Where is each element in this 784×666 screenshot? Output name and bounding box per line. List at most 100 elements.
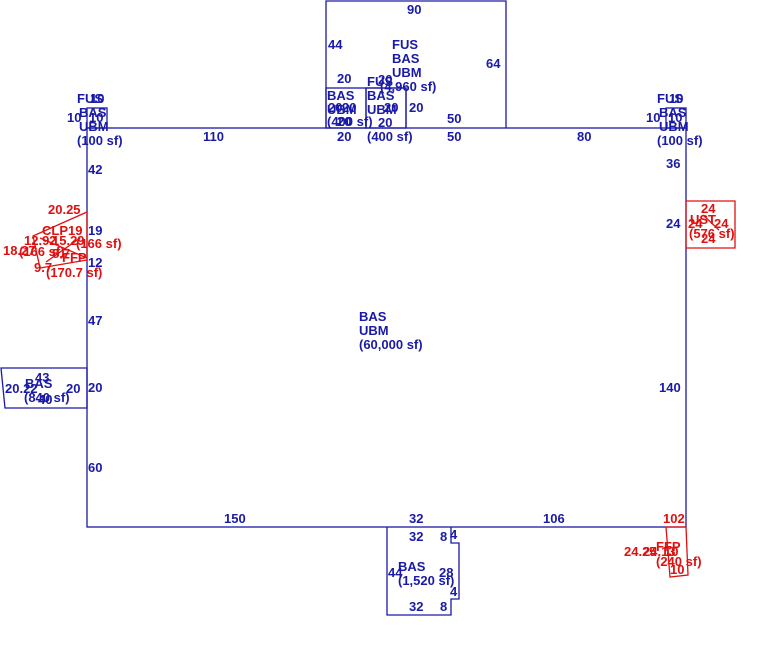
top-bas-small-area: (400 sf) bbox=[327, 114, 373, 129]
left-clp-area-1: (166 sf) bbox=[76, 236, 122, 251]
dim-left-5: 20 bbox=[88, 380, 102, 395]
left-clp-dim-e: 8.7 bbox=[52, 246, 70, 261]
left-clp-dim-c: 12.92 bbox=[24, 233, 57, 248]
right-fus-dim-left: 10 bbox=[646, 110, 660, 125]
main-area: (60,000 sf) bbox=[359, 337, 423, 352]
dim-left-1: 42 bbox=[88, 162, 102, 177]
left-clp-dim-a: 18.27 bbox=[3, 243, 36, 258]
bottom-ffp-dim-bottom: 10 bbox=[670, 562, 684, 577]
top-fus-area: (4,960 sf) bbox=[380, 79, 436, 94]
top-fus-small-dim-bottom: 20 bbox=[378, 115, 392, 130]
left-bas-dim-top: 43 bbox=[35, 370, 49, 385]
bottom-ffp-label-1: FFP bbox=[656, 539, 681, 554]
right-ust-dim-bottom: 24 bbox=[701, 231, 716, 246]
left-fus-label-3: UBM bbox=[79, 119, 109, 134]
right-ust-label-1: UST bbox=[690, 212, 716, 227]
left-fus-outline bbox=[86, 107, 108, 129]
top-fus-small-label-1: FUS bbox=[367, 74, 393, 89]
main-label-2: UBM bbox=[359, 323, 389, 338]
dim-left-4: 47 bbox=[88, 313, 102, 328]
left-fus-dim-right: 10 bbox=[89, 110, 103, 125]
dim-bottom-right: 106 bbox=[543, 511, 565, 526]
top-bas-small-dim-bottom: 20 bbox=[337, 114, 351, 129]
right-ust-outline bbox=[685, 200, 736, 249]
bottom-ffp-dim-left: 24.25 bbox=[624, 544, 657, 559]
bottom-bas-dim-notch3: 4 bbox=[450, 584, 458, 599]
bottom-bas-outline bbox=[386, 527, 460, 616]
bottom-bas-dim-left: 44 bbox=[388, 565, 403, 580]
top-fus-small-area: (400 sf) bbox=[367, 129, 413, 144]
right-ust-dim-top: 24 bbox=[701, 201, 716, 216]
top-fus-small-dim-right: 20 bbox=[384, 100, 398, 115]
left-fus-label-2: BAS bbox=[79, 105, 107, 120]
left-bas-dim-right: 20 bbox=[66, 381, 80, 396]
right-fus-dim-right: 10 bbox=[668, 110, 682, 125]
left-clp-diag2 bbox=[45, 237, 81, 263]
left-fus-area: (100 sf) bbox=[77, 133, 123, 148]
top-fus-dim-inner: 20 bbox=[409, 100, 423, 115]
top-fus-dim-step: 50 bbox=[447, 111, 461, 126]
top-bas-small-dim-mid: 20 bbox=[328, 100, 342, 115]
top-fus-label-2: BAS bbox=[392, 51, 420, 66]
dim-right-mid: 24 bbox=[666, 216, 681, 231]
dim-top-mid1: 20 bbox=[337, 129, 351, 144]
bottom-ffp-area: (240 sf) bbox=[656, 554, 702, 569]
bottom-bas-dim-right: 28 bbox=[439, 565, 453, 580]
bottom-ffp-dim-mid: 24.13 bbox=[643, 544, 676, 559]
left-clp-label-2: FFP bbox=[62, 250, 87, 265]
dim-top-left: 110 bbox=[203, 129, 224, 144]
left-bas-area: (840 sf) bbox=[24, 390, 70, 405]
bottom-bas-label-1: BAS bbox=[398, 559, 426, 574]
top-fus-dim-right: 64 bbox=[486, 56, 501, 71]
left-clp-dim-right: 19 bbox=[68, 223, 82, 238]
left-clp-dim-b: 9.7 bbox=[34, 260, 52, 275]
left-fus-dim-left: 10 bbox=[67, 110, 81, 125]
top-fus-small-outline bbox=[365, 87, 407, 129]
dim-bottom-corner: 102 bbox=[663, 511, 685, 526]
bottom-bas-dim-notch1: 8 bbox=[440, 529, 447, 544]
top-bas-small-label-1: BAS bbox=[327, 88, 355, 103]
right-fus-outline bbox=[665, 107, 687, 129]
top-bas-small-overlay: 20 bbox=[342, 100, 356, 115]
dim-bottom-left: 150 bbox=[224, 511, 246, 526]
top-fus-small-label-3: UBM bbox=[367, 102, 397, 117]
left-clp-dim-d: 15.29 bbox=[52, 233, 85, 248]
left-fus-label-1: FUS bbox=[77, 91, 103, 106]
right-fus-label-2: BAS bbox=[659, 105, 687, 120]
top-fus-small-label-2: BAS bbox=[367, 88, 395, 103]
bottom-bas-dim-notch2: 4 bbox=[450, 527, 458, 542]
dim-left-6: 60 bbox=[88, 460, 102, 475]
right-fus-area: (100 sf) bbox=[657, 133, 703, 148]
dim-left-3: 12 bbox=[88, 255, 102, 270]
right-ust-inner bbox=[702, 214, 720, 231]
left-bas-dim-left: 20.22 bbox=[5, 381, 38, 396]
dim-right-lower: 140 bbox=[659, 380, 681, 395]
left-bas-label-1: BAS bbox=[25, 376, 53, 391]
bottom-bas-dim-bottom: 32 bbox=[409, 599, 423, 614]
left-clp-dim-top: 20.25 bbox=[48, 202, 81, 217]
left-bas-dim-bottom: 40 bbox=[38, 392, 52, 407]
left-fus-dim-top: 10 bbox=[90, 91, 104, 106]
left-clp-outline bbox=[32, 210, 88, 269]
left-bas-outline bbox=[0, 367, 88, 409]
top-fus-dim-top: 90 bbox=[407, 2, 421, 17]
top-fus-label-3: UBM bbox=[392, 65, 422, 80]
left-clp-diag1 bbox=[39, 237, 88, 259]
bottom-bas-dim-notch4: 8 bbox=[440, 599, 447, 614]
top-fus-label-1: FUS bbox=[392, 37, 418, 52]
top-fus-outline bbox=[325, 0, 507, 128]
bottom-ffp-outline bbox=[665, 526, 689, 578]
dim-right-upper: 36 bbox=[666, 156, 680, 171]
dim-left-2: 19 bbox=[88, 223, 102, 238]
top-bas-small-label-2: UBM bbox=[327, 102, 357, 117]
dim-top-mid2: 50 bbox=[447, 129, 461, 144]
left-clp-area-1b: (166 sf) bbox=[19, 244, 65, 259]
top-bas-small-dim-top: 20 bbox=[337, 71, 351, 86]
right-fus-dim-top: 10 bbox=[669, 91, 683, 106]
right-fus-label-1: FUS bbox=[657, 91, 683, 106]
top-fus-small-dim-top: 20 bbox=[378, 72, 392, 87]
bottom-bas-dim-top: 32 bbox=[409, 529, 423, 544]
bottom-bas-area: (1,520 sf) bbox=[398, 573, 454, 588]
